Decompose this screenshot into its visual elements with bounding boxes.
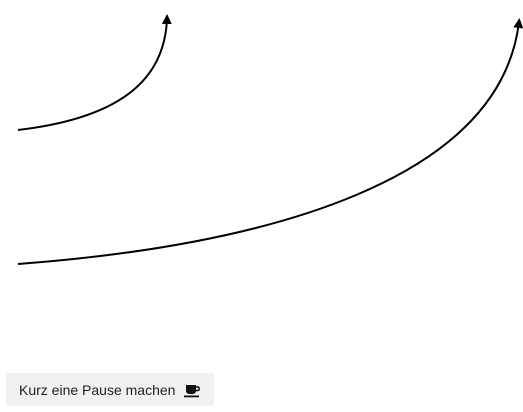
take-break-label: Kurz eine Pause machen [19,381,176,398]
coffee-icon [183,382,201,398]
hint-arrow-lower [17,18,523,265]
hint-arrow-upper [17,14,172,131]
take-break-button[interactable]: Kurz eine Pause machen [6,373,215,406]
